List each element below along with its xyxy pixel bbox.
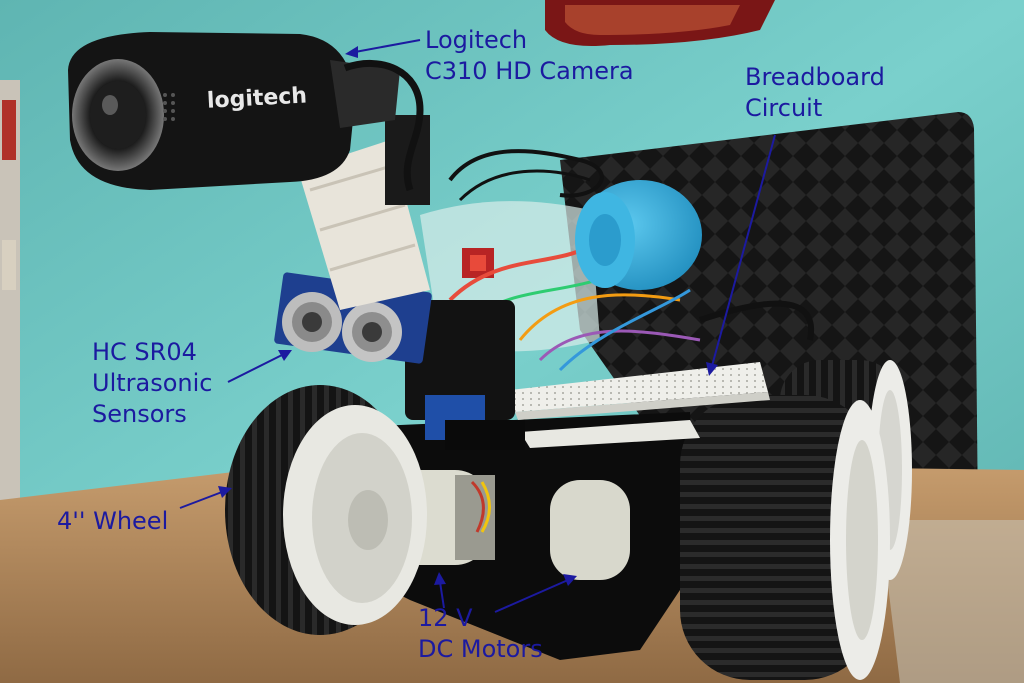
label-motors-line-1: 12 V	[418, 604, 473, 632]
breadboard-arrow	[711, 134, 776, 367]
label-sensors-line-1: HC SR04	[92, 338, 197, 366]
label-breadboard-line-1: Breadboard	[745, 63, 885, 91]
webcam: logitech	[68, 32, 424, 192]
front-left-wheel	[225, 385, 427, 635]
label-camera-line-1: Logitech	[425, 26, 528, 54]
usb-cable	[699, 300, 815, 341]
label-sensors-line-2: Ultrasonic	[92, 369, 213, 397]
motor-arrow-right	[494, 579, 569, 613]
breadboard	[510, 362, 770, 448]
motor-arrow-left	[439, 581, 445, 609]
wheel-arrow	[179, 491, 223, 509]
label-motors-line-2: DC Motors	[418, 635, 543, 663]
camera-arrow	[354, 39, 421, 53]
label-sensors: HC SR04 Ultrasonic Sensors	[92, 337, 212, 430]
poster-strip	[0, 80, 20, 510]
label-camera: Logitech C310 HD Camera	[425, 25, 634, 87]
camera-logo: logitech	[206, 84, 307, 114]
annotation-arrows	[179, 39, 776, 613]
sensor-arrow	[227, 354, 283, 383]
label-sensors-line-3: Sensors	[92, 400, 187, 428]
front-right-wheel	[680, 395, 890, 680]
label-breadboard: Breadboard Circuit	[745, 62, 885, 124]
speaker	[575, 180, 702, 290]
label-camera-line-2: C310 HD Camera	[425, 57, 634, 85]
label-wheel-line-1: 4'' Wheel	[57, 507, 169, 535]
label-breadboard-line-2: Circuit	[745, 94, 823, 122]
servo-mount	[405, 300, 525, 450]
label-wheel: 4'' Wheel	[57, 506, 168, 537]
label-motors: 12 V DC Motors	[418, 603, 543, 665]
